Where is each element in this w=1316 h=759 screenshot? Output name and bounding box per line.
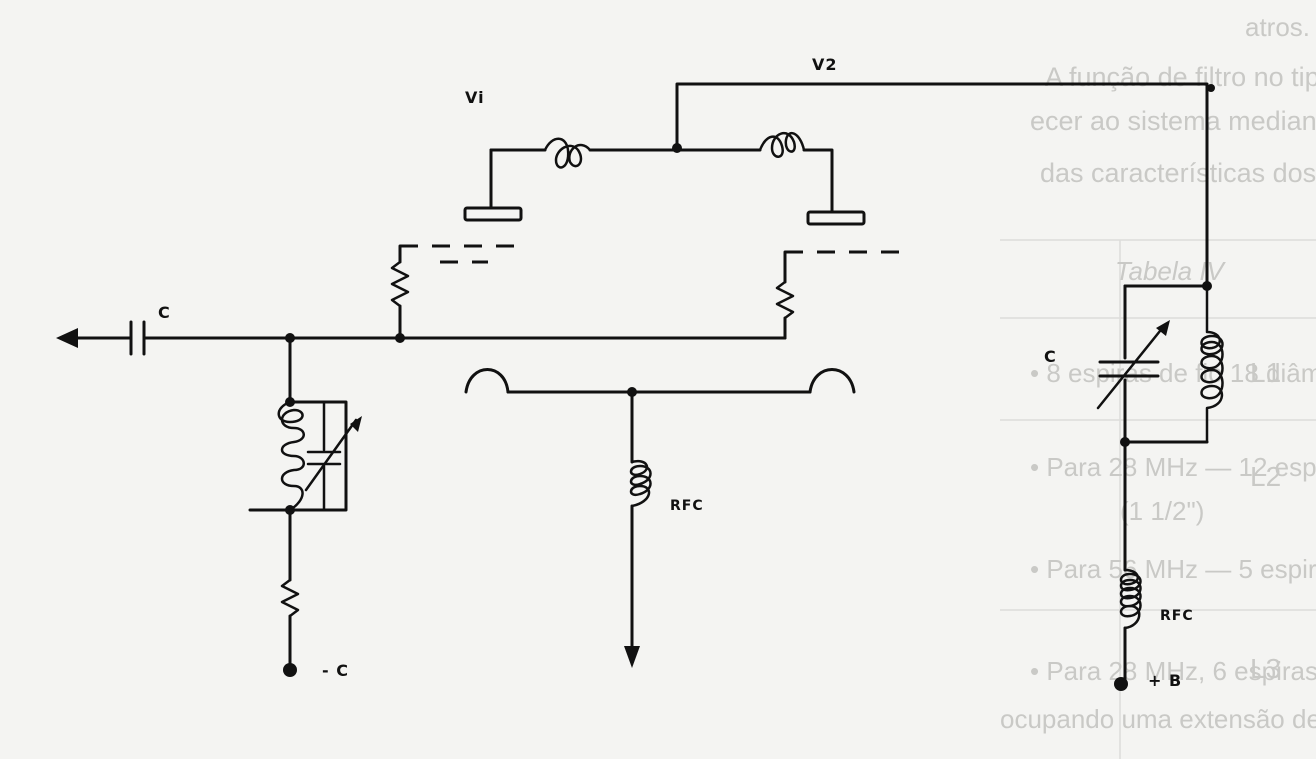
label-plate-capacitor: C [1044, 347, 1057, 366]
ghost-text: ocupando uma extensão de 37 mm (1 1/2") [1000, 704, 1316, 734]
label-minus-c: - C [322, 661, 349, 680]
rfc-right-inductor [1119, 568, 1142, 630]
junction-dot [395, 333, 405, 343]
ghost-text: atros. [1245, 12, 1310, 42]
resistor-grid-v2 [775, 250, 795, 340]
grid-tank-circuit [248, 336, 362, 677]
inductor-v2 [758, 131, 806, 158]
ghost-text: • Para 28 MHz, 6 espiras, fio 12, diâmet… [1030, 656, 1316, 686]
grid-tank-coil [277, 400, 305, 512]
label-v1: Vi [465, 88, 485, 107]
variable-arrow-icon [1156, 320, 1170, 336]
resistor-grid-v1 [390, 244, 410, 340]
cathode-return [464, 368, 856, 668]
ghost-text: • Para 28 MHz — 12 espiras do fio, diâme… [1030, 452, 1316, 482]
grid-tank-variable-capacitor [304, 400, 362, 512]
ghost-text: • Para 56 MHz — 5 espiras, mesmo fio, di… [1030, 554, 1316, 584]
cathode-arc-v1 [464, 368, 510, 394]
tube-v1-plate [463, 206, 523, 222]
cathode-arc-v2 [808, 368, 856, 394]
output-arrow-icon [56, 328, 78, 348]
ghost-text: • 8 espiras de fio 18 diâmetro 19 mm (3/… [1030, 358, 1316, 388]
ghost-text: Tabela IV [1115, 256, 1227, 286]
ghost-text: L1 [1250, 357, 1281, 388]
wire [675, 82, 1209, 288]
ghost-text: das características dos componentes util… [1040, 158, 1316, 188]
plus-b-terminal [1114, 677, 1128, 691]
ground-arrow-icon [624, 646, 640, 668]
bleed-through-text: atros. A função de filtro no tipo de um … [1000, 12, 1316, 759]
ghost-text: L3 [1250, 653, 1281, 684]
plate-tank-coil [1200, 284, 1224, 444]
inductor-v1 [543, 137, 592, 169]
variable-arrow-icon [350, 416, 362, 432]
rfc-center-inductor [629, 459, 652, 508]
label-rfc-center: RFC [670, 498, 704, 514]
ghost-text: A função de filtro no tipo de um transmi… [1045, 62, 1316, 92]
junction-dot [1207, 84, 1215, 92]
tube-v2-plate [806, 210, 866, 226]
plate-tank-circuit [1096, 281, 1224, 691]
filament-line [489, 131, 834, 214]
minus-c-terminal [283, 663, 297, 677]
label-rfc-right: RFC [1160, 608, 1194, 624]
label-v2: V2 [812, 55, 838, 74]
label-output-capacitor: C [158, 303, 171, 322]
output-line [56, 320, 787, 356]
label-plus-b: + B [1148, 671, 1182, 690]
wire [802, 148, 834, 214]
ghost-text: ecer ao sistema mediante a maior potênci… [1030, 106, 1316, 136]
ghost-text: L2 [1250, 461, 1281, 492]
grid-bias-resistor [280, 578, 300, 618]
ghost-text: (1 1/2") [1120, 496, 1204, 526]
